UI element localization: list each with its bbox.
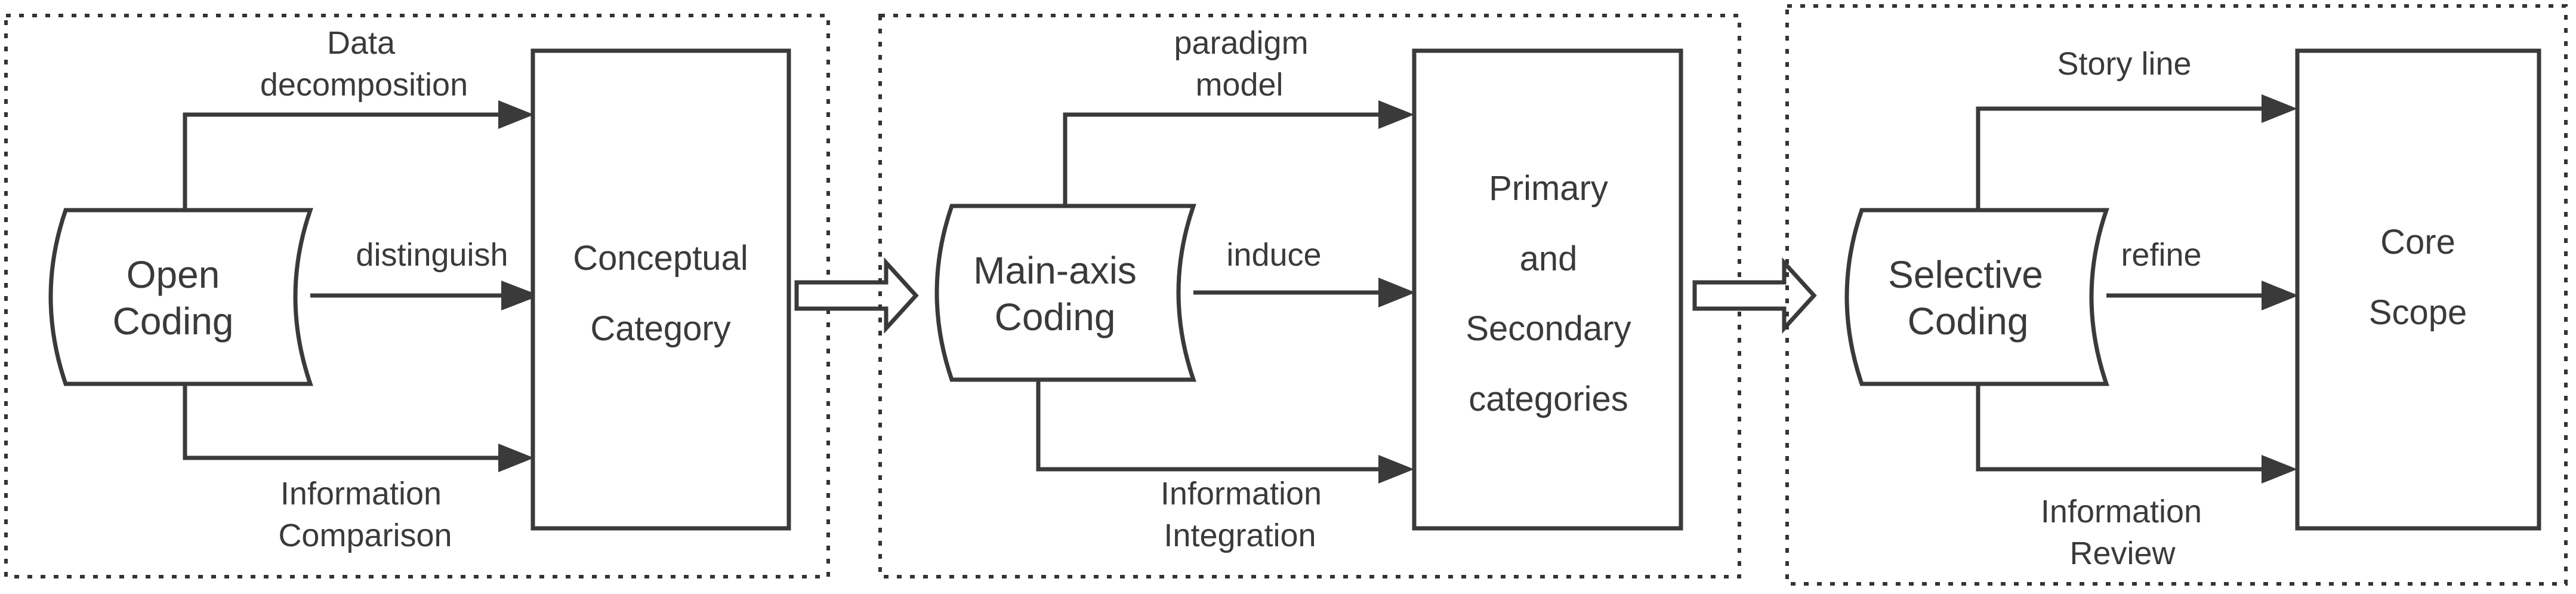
source-label-line-1: Main-axis: [973, 249, 1137, 292]
source-label-line-2: Coding: [1908, 300, 2029, 343]
stage-selective-coding: Selective Coding Core Scope Story line r…: [1785, 4, 2568, 586]
target-label-line-2: Scope: [2369, 293, 2467, 332]
target-label-line-3: Secondary: [1466, 309, 1631, 348]
edge-top-label: Story line: [2057, 46, 2191, 82]
source-label-line-1: Selective: [1888, 253, 2043, 296]
target-label-line-1: Core: [2380, 223, 2455, 261]
edge-top-arrowhead: [1378, 100, 1414, 129]
edge-bottom-arrowhead: [2262, 455, 2297, 484]
target-box-conceptual-category: [530, 48, 791, 531]
edge-top-line: [1976, 106, 2262, 210]
edge-bottom-arrowhead: [1378, 455, 1414, 484]
edge-bottom-line: [1976, 384, 2262, 472]
target-label-line-2: and: [1520, 239, 1578, 278]
source-label-line-2: Coding: [113, 300, 234, 343]
edge-top-label-line-2: model: [1195, 67, 1283, 103]
edge-top-label-line-1: paradigm: [1174, 25, 1308, 61]
target-label-line-1: Primary: [1489, 169, 1608, 208]
edge-top-label-line-2: decomposition: [260, 67, 468, 103]
stage-open-coding: Open Coding Conceptual Category Data dec…: [4, 14, 830, 578]
edge-bottom-label-line-2: Integration: [1164, 518, 1316, 553]
edge-top-label-line-1: Data: [327, 25, 396, 61]
edge-middle-arrowhead: [501, 281, 540, 310]
edge-middle-arrowhead: [2262, 281, 2299, 310]
source-label-line-1: Open: [127, 253, 220, 296]
edge-bottom-label-line-1: Information: [2041, 494, 2202, 530]
edge-bottom-line: [183, 384, 498, 460]
edge-bottom-arrowhead: [498, 444, 534, 472]
edge-middle-label: induce: [1226, 237, 1321, 273]
target-label-line-1: Conceptual: [573, 239, 748, 278]
source-node-main-axis-coding: [934, 204, 1196, 382]
stage-3-dashed-frame: [1785, 4, 2568, 586]
edge-middle-label: distinguish: [356, 237, 508, 273]
source-node-selective-coding: [1844, 208, 2109, 386]
edge-top-arrowhead: [2262, 94, 2297, 123]
source-node-open-coding: [48, 208, 313, 386]
stage-main-axis-coding: Main-axis Coding Primary and Secondary c…: [878, 14, 1741, 578]
edge-top-arrowhead: [498, 100, 534, 129]
transition-arrow-2: [1692, 257, 1817, 334]
edge-bottom-label-line-1: Information: [280, 476, 442, 512]
edge-bottom-label-line-2: Comparison: [278, 518, 452, 553]
edge-top-line: [183, 112, 498, 210]
edge-top-line: [1063, 112, 1378, 206]
edge-bottom-line: [1036, 380, 1378, 472]
transition-arrow-1: [794, 257, 919, 334]
edge-bottom-label-line-1: Information: [1161, 476, 1322, 512]
edge-middle-arrowhead: [1378, 278, 1415, 307]
source-label-line-2: Coding: [995, 296, 1116, 338]
edge-bottom-label-line-2: Review: [2069, 535, 2176, 571]
target-label-line-2: Category: [590, 309, 730, 348]
edge-middle-label: refine: [2121, 237, 2201, 273]
target-box-primary-secondary-categories: [1412, 48, 1683, 531]
target-label-line-4: categories: [1469, 380, 1628, 418]
stage-2-dashed-frame: [878, 14, 1741, 578]
target-box-core-scope: [2295, 48, 2541, 531]
